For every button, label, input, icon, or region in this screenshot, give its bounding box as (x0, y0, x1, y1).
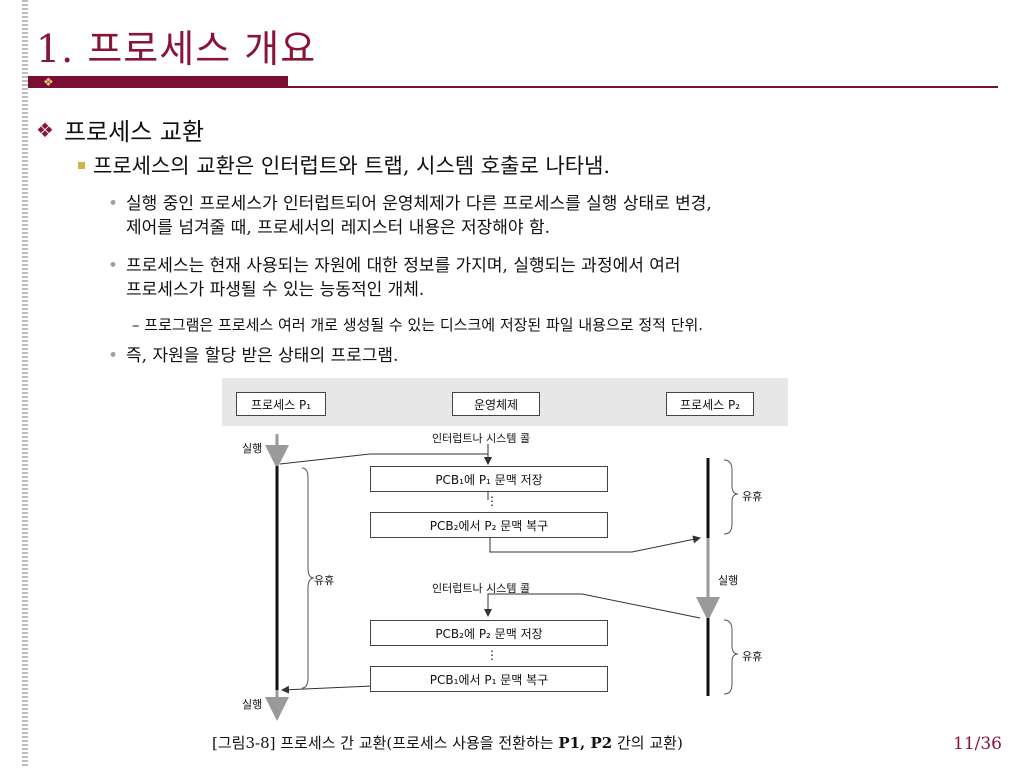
bullet-line: 실행 중인 프로세스가 인터럽트되어 운영체제가 다른 프로세스를 실행 상태로… (126, 194, 712, 214)
header-process-p1: 프로세스 P₁ (236, 392, 326, 416)
figure-caption: [그림3-8] 프로세스 간 교환(프로세스 사용을 전환하는 P1, P2 간… (212, 732, 683, 753)
subheading-text: 프로세스의 교환은 인터럽트와 트랩, 시스템 호출로 나타냄. (93, 154, 611, 178)
bullet-item: • 즉, 자원을 할당 받은 상태의 프로그램. (108, 344, 398, 368)
dots-1: ⋮ (486, 494, 498, 508)
header-process-p2: 프로세스 P₂ (666, 392, 754, 416)
figure-header: 프로세스 P₁ 운영체제 프로세스 P₂ (222, 378, 788, 426)
square-bullet-icon (78, 161, 85, 169)
title-underline-bar (28, 76, 288, 88)
heading-text: 프로세스 교환 (63, 118, 205, 146)
p2-wait-label-bottom: 유휴 (742, 650, 763, 663)
diamond-bullet-icon: ❖ (36, 117, 54, 142)
left-dotted-rule (22, 0, 28, 768)
bullet-item: • 실행 중인 프로세스가 인터럽트되어 운영체제가 다른 프로세스를 실행 상… (108, 192, 712, 240)
box-save-p1: PCB₁에 P₁ 문맥 저장 (370, 466, 608, 492)
p1-run-label-bottom: 실행 (242, 698, 263, 711)
page-number: 11/36 (953, 734, 1002, 754)
interrupt-label: 인터럽트나 시스템 콜 (432, 432, 531, 445)
bullet-line: 즉, 자원을 할당 받은 상태의 프로그램. (126, 346, 399, 366)
diamond-deco-icon: ❖ (43, 75, 54, 89)
caption-post: 간의 교환) (612, 734, 683, 752)
slide-title: 1. 프로세스 개요 (36, 27, 317, 71)
box-save-p2: PCB₂에 P₂ 문맥 저장 (370, 620, 608, 646)
dot-bullet-icon: • (108, 346, 119, 366)
p1-wait-label: 유휴 (314, 574, 335, 587)
title-underline-line (288, 86, 998, 88)
bullet-line: 프로세스는 현재 사용되는 자원에 대한 정보를 가지며, 실행되는 과정에서 … (126, 256, 681, 276)
p2-run-label: 실행 (718, 574, 739, 587)
bullet-line: 프로세스가 파생될 수 있는 능동적인 개체. (126, 280, 425, 300)
dots-2: ⋮ (486, 648, 498, 662)
subheading-row: 프로세스의 교환은 인터럽트와 트랩, 시스템 호출로 나타냄. (78, 150, 610, 180)
caption-pre: [그림3-8] 프로세스 간 교환(프로세스 사용을 전환하는 (212, 734, 559, 752)
process-switch-figure: 프로세스 P₁ 운영체제 프로세스 P₂ 실행 실행 유휴 유휴 실행 (222, 378, 788, 722)
sub-bullet-text: – 프로그램은 프로세스 여러 개로 생성될 수 있는 디스크에 저장된 파일 … (132, 316, 704, 334)
box-restore-p2: PCB₂에서 P₂ 문맥 복구 (370, 512, 608, 538)
interrupt-label-2: 인터럽트나 시스템 콜 (432, 582, 531, 595)
dot-bullet-icon: • (108, 194, 119, 214)
dot-bullet-icon: • (108, 256, 119, 276)
caption-bold: P1, P2 (558, 734, 613, 752)
header-os: 운영체제 (452, 392, 540, 416)
p1-run-label: 실행 (242, 442, 263, 455)
box-restore-p1: PCB₁에서 P₁ 문맥 복구 (370, 666, 608, 692)
bullet-line: 제어를 넘겨줄 때, 프로세서의 레지스터 내용은 저장해야 함. (126, 218, 551, 238)
heading-row: ❖ 프로세스 교환 (36, 112, 204, 147)
p2-wait-label: 유휴 (742, 490, 763, 503)
bullet-item: • 프로세스는 현재 사용되는 자원에 대한 정보를 가지며, 실행되는 과정에… (108, 254, 681, 302)
figure-lines (265, 434, 739, 721)
